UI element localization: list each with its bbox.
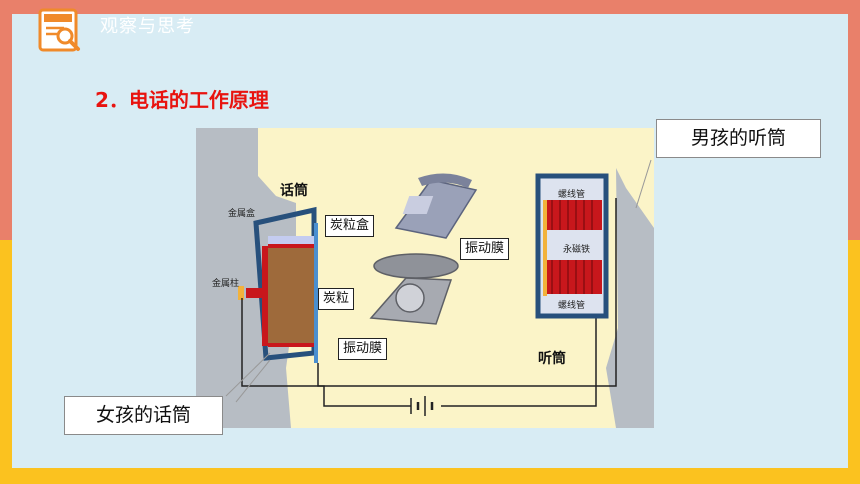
frame-left-bottom (0, 240, 12, 484)
metal-box-label: 金属盒 (228, 209, 256, 219)
desk-phone-icon (394, 173, 478, 239)
coil-bottom-label: 螺线管 (558, 301, 586, 311)
rotary-phone-icon (369, 253, 459, 325)
frame-left-top (0, 14, 12, 240)
section-title: 2．电话的工作原理 (95, 88, 269, 112)
header-title: 观察与思考 (100, 16, 195, 37)
boy-receiver-callout: 男孩的听筒 (656, 119, 821, 158)
telephone-diagram (196, 128, 654, 428)
mic-title: 话筒 (280, 183, 308, 199)
diaphragm-mic-label: 振动膜 (338, 338, 388, 360)
carbon-grains-label: 炭粒 (318, 288, 355, 310)
girl-microphone-callout: 女孩的话筒 (64, 396, 223, 435)
magnifier-notebook-icon (38, 8, 80, 52)
frame-right-top (848, 14, 860, 240)
receiver-title: 听筒 (538, 351, 566, 367)
frame-bottom (0, 468, 860, 484)
magnet-label: 永磁铁 (563, 245, 591, 255)
frame-right-bottom (848, 240, 860, 484)
metal-post-label: 金属柱 (212, 279, 240, 289)
diaphragm-receiver-label: 振动膜 (460, 238, 510, 260)
carbon-box-label: 炭粒盒 (325, 215, 375, 237)
frame-top (0, 0, 860, 14)
coil-top-label: 螺线管 (558, 190, 586, 200)
